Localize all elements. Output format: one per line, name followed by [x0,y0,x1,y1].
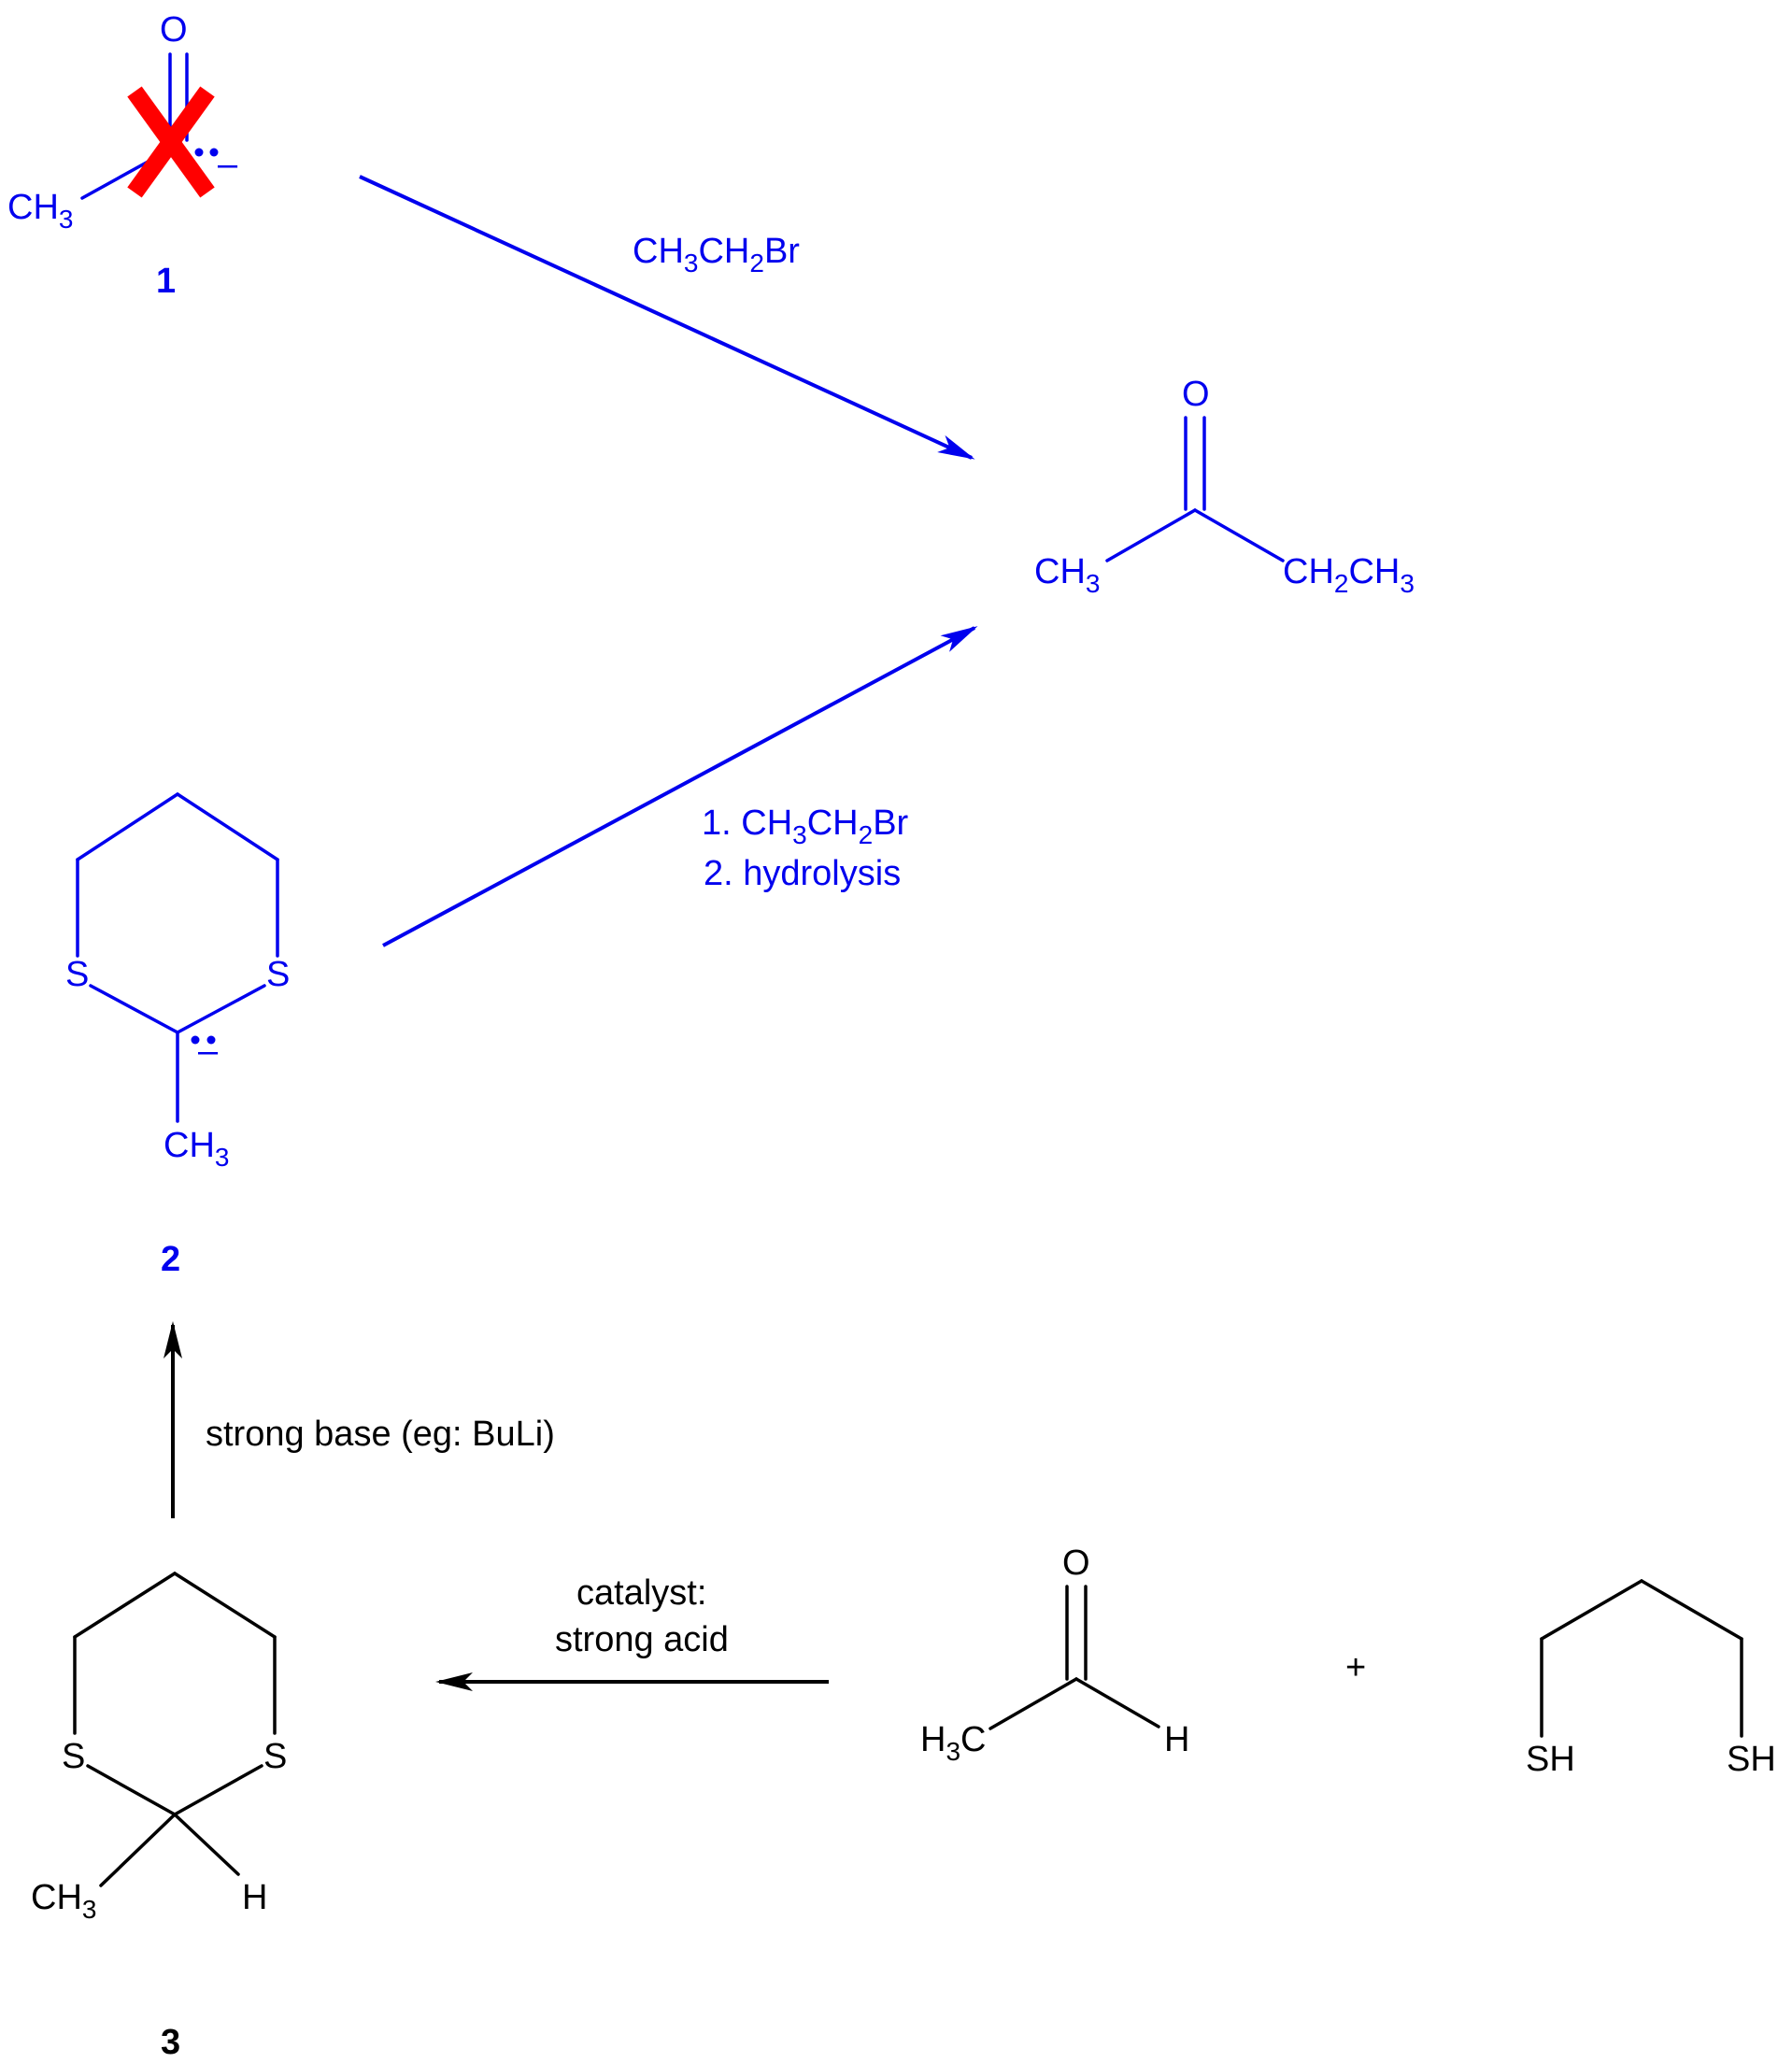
arrow-2-step-1: 1. CH3CH2Br [702,804,909,849]
c2-lone-pair-dot-1 [191,1035,200,1045]
c3-ring-bond-3 [173,1572,277,1639]
c3-h-bond [173,1813,240,1876]
acetaldehyde: O H3C H [920,1544,1189,1766]
c2-ring-bond-2 [76,792,179,861]
reaction-arrow-1: CH3CH2Br [359,175,975,460]
c3-h-label: H [242,1878,267,1917]
aldehyde-h-bond [1074,1677,1160,1729]
plus-sign: + [1345,1648,1366,1687]
c3-sulfur-left: S [62,1737,85,1776]
c1-number: 1 [156,262,176,301]
arrow-3-reagent: strong base (eg: BuLi) [206,1415,555,1454]
product-left-bond [1105,508,1197,562]
c1-ch3-label: CH3 [7,188,73,234]
c3-ring-bond-5 [86,1764,177,1816]
aldehyde-oxygen-label: O [1062,1544,1090,1583]
c2-sulfur-right: S [266,955,290,994]
propanedithiol: SH SH [1526,1579,1776,1779]
aldehyde-left-bond [988,1677,1078,1730]
reaction-arrow-2: 1. CH3CH2Br 2. hydrolysis [382,626,978,947]
reaction-arrow-4: catalyst: strong acid [435,1573,829,1691]
aldehyde-h3c-label: H3C [920,1720,986,1766]
c3-methyl-bond [99,1813,177,1887]
c2-ring-bond-5 [89,984,179,1034]
compound-3: S S CH3 H 3 [31,1572,287,2062]
c2-charge: – [198,1032,219,1071]
product-ch3-label: CH3 [1034,552,1100,598]
c3-number: 3 [161,2023,180,2062]
dithiol-sh-right: SH [1727,1740,1776,1779]
product-ethyl-label: CH2CH3 [1283,552,1415,598]
c1-charge: – [218,145,238,184]
product-ketone: O CH3 CH2CH3 [1034,375,1415,598]
c3-ring-bond-2 [73,1572,177,1639]
c2-sulfur-left: S [65,955,89,994]
arrow-1-line [359,175,975,460]
c2-ch3-label: CH3 [164,1126,229,1172]
aldehyde-h-label: H [1164,1720,1189,1759]
product-oxygen-label: O [1182,375,1210,414]
c3-ch3-label: CH3 [31,1878,96,1924]
compound-1: O CH3 – 1 [7,10,238,301]
c2-lone-pair-dot-2 [206,1035,216,1045]
c3-sulfur-right: S [263,1737,287,1776]
arrow-2-line [382,626,978,947]
c1-oxygen-label: O [160,10,188,50]
cross-out-mark [127,86,215,198]
product-right-bond [1193,508,1285,562]
c2-ring-bond-3 [176,792,279,861]
arrow-1-reagent: CH3CH2Br [633,232,800,277]
dithiol-bond-2 [1540,1579,1643,1641]
c1-lone-pair-dot-2 [209,148,219,157]
dithiol-sh-left: SH [1526,1740,1575,1779]
reaction-arrow-3: strong base (eg: BuLi) [164,1321,555,1518]
c2-number: 2 [161,1240,180,1279]
c1-lone-pair-dot-1 [194,148,204,157]
c3-ring-bond-6 [173,1764,263,1816]
compound-2: S S – CH3 2 [65,792,290,1279]
arrow-4-catalyst: catalyst: [576,1573,706,1613]
arrow-4-acid: strong acid [555,1620,729,1659]
arrow-2-step-2: 2. hydrolysis [704,854,901,893]
c2-ring-bond-6 [176,984,266,1034]
dithiol-bond-3 [1640,1579,1743,1641]
